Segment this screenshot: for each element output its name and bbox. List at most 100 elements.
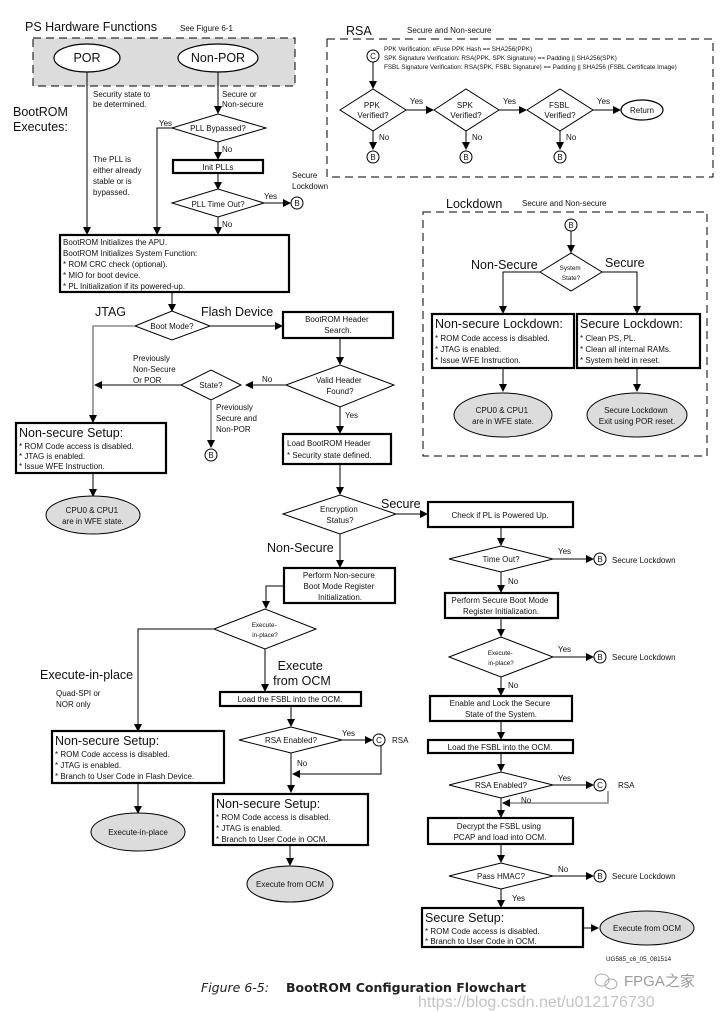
- spk-no: No: [472, 133, 483, 142]
- connector-b-icon: [593, 650, 607, 664]
- bootrom-executes-label: BootROM Executes:: [13, 105, 71, 134]
- decision-ppk-label: PPK Verified?: [357, 101, 389, 120]
- setup-ns-lockdown: [430, 312, 576, 370]
- setup-ns-xip-items: * ROM Code access is disabled. * JTAG is…: [55, 750, 194, 781]
- lockdown-region-subtitle: Secure and Non-secure: [522, 199, 607, 208]
- pll-note: The PLL is either already stable or is b…: [93, 155, 144, 197]
- decision-system-state: [539, 252, 603, 292]
- terminal-secure-lockdown-exit: [586, 392, 688, 438]
- rsa-region-subtitle: Secure and Non-secure: [407, 26, 492, 35]
- process-apu-init: [58, 233, 291, 294]
- xip-s-yes: Yes: [558, 645, 571, 654]
- setup-ns-jtag: [14, 421, 168, 475]
- figure-title: BootROM Configuration Flowchart: [286, 980, 526, 995]
- decision-pll-timeout-label: PLL Time Out?: [191, 200, 245, 209]
- por-label: POR: [73, 51, 100, 65]
- pll-timeout-yes: Yes: [264, 192, 277, 201]
- process-decrypt: [426, 816, 575, 846]
- setup-ns-xip: [50, 729, 226, 785]
- figure-id: UG585_c6_05_081514: [606, 956, 672, 963]
- setup-ns-lockdown-title: Non-secure Lockdown:: [435, 317, 563, 331]
- encryption-secure-label: Secure: [381, 497, 421, 511]
- connector-b-icon: [459, 150, 473, 164]
- connector-b-label: B: [597, 872, 602, 881]
- process-load-header-label: Load BootROM Header * Security state def…: [287, 439, 373, 460]
- process-load-fsbl-ns-label: Load the FSBL into the OCM.: [238, 695, 343, 704]
- connector-b-label: B: [294, 199, 299, 208]
- terminal-wfe-left-label: CPU0 & CPU1 are in WFE state.: [62, 506, 124, 526]
- connector-b-label: B: [208, 451, 213, 460]
- ps-hw-note: See Figure 6-1: [180, 24, 233, 33]
- secure-lockdown-ref: Secure Lockdown: [612, 556, 676, 565]
- setup-ns-ocm-title: Non-secure Setup:: [216, 797, 320, 811]
- setup-ns-ocm: [211, 792, 370, 847]
- process-load-fsbl-s-label: Load the FSBL into the OCM.: [448, 743, 553, 752]
- pll-bypassed-yes: Yes: [159, 119, 172, 128]
- fsbl-yes: Yes: [597, 97, 610, 106]
- setup-ns-lockdown-items: * ROM Code access is disabled. * JTAG is…: [435, 334, 552, 365]
- decision-valid-header: [284, 364, 396, 408]
- setup-s-ocm-title: Secure Setup:: [425, 911, 504, 925]
- decision-ppk: [339, 88, 407, 132]
- edge-systemstate-s: [602, 271, 641, 314]
- watermark-url: https://blog.csdn.net/u012176730: [418, 994, 655, 1011]
- flash-device-label: Flash Device: [201, 305, 273, 319]
- decision-fsbl-label: FSBL Verified?: [544, 101, 576, 120]
- edge-xip-ns-yes: [134, 628, 214, 732]
- decision-xip-ns: [212, 608, 318, 650]
- connector-c-label: C: [376, 736, 382, 745]
- decision-rsa-ns-label: RSA Enabled?: [265, 736, 318, 745]
- figure-number: Figure 6-5:: [201, 980, 269, 995]
- setup-ns-jtag-title: Non-secure Setup:: [19, 426, 123, 440]
- decision-xip-ns-label: Execute- in-place?: [252, 622, 279, 639]
- terminal-return-label: Return: [630, 106, 654, 115]
- pll-timeout-no: No: [222, 220, 233, 229]
- connector-b-icon: [593, 869, 607, 883]
- connector-b-label: B: [463, 153, 468, 162]
- edge-systemstate-ns: [499, 271, 540, 314]
- connector-b-label: B: [370, 153, 375, 162]
- setup-s-lockdown: [575, 312, 702, 370]
- connector-c-label: C: [370, 52, 376, 61]
- terminal-wfe-lockdown: [453, 392, 553, 438]
- encryption-nonsecure-label: Non-Secure: [267, 541, 334, 555]
- connector-b-icon: [366, 150, 380, 164]
- edge-pll-bypassed-yes: [153, 127, 172, 235]
- connector-c-label: C: [597, 781, 603, 790]
- secure-lockdown-ref: Secure Lockdown: [612, 872, 676, 881]
- jtag-label: JTAG: [95, 305, 126, 319]
- lockdown-region: [422, 211, 708, 457]
- decision-encryption: [281, 494, 398, 535]
- timeout-s-yes: Yes: [558, 547, 571, 556]
- edge-nsinit-xip: [262, 585, 284, 609]
- connector-b-icon: [553, 150, 567, 164]
- process-init-plls: [171, 158, 265, 175]
- terminal-wfe-left: [45, 495, 141, 535]
- setup-ns-ocm-items: * ROM Code access is disabled. * JTAG is…: [216, 813, 333, 844]
- setup-ns-xip-title: Non-secure Setup:: [55, 734, 159, 748]
- prev-secure-label: Previously Secure and Non-POR: [216, 403, 259, 434]
- decision-system-state-label: System State?: [560, 265, 583, 282]
- process-init-plls-label: Init PLLs: [202, 163, 233, 172]
- wechat-icon: [594, 973, 618, 990]
- connector-b-icon: [290, 196, 304, 210]
- connector-c-icon: [593, 778, 607, 792]
- decision-spk-label: SPK Verified?: [450, 101, 482, 120]
- process-apu-init-label: BootROM Initializes the APU. BootROM Ini…: [63, 238, 200, 291]
- process-ns-boot-init: [282, 566, 397, 605]
- hmac-no: No: [558, 865, 569, 874]
- prev-nonsecure-label: Previously Non-Secure Or POR: [133, 354, 178, 385]
- decision-xip-s-label: Execute- in-place?: [488, 650, 515, 667]
- process-load-header: [281, 432, 393, 466]
- rsa-s-connector-label: RSA: [618, 781, 635, 790]
- setup-ns-jtag-items: * ROM Code access is disabled. * JTAG is…: [19, 442, 136, 471]
- decision-state-label: State?: [199, 381, 223, 390]
- terminal-return: [620, 99, 664, 121]
- decision-encryption-label: Encryption Status?: [320, 505, 360, 525]
- connector-c-icon: [372, 733, 386, 747]
- process-enable-lock-label: Enable and Lock the Secure State of the …: [450, 699, 553, 719]
- connector-b-label: B: [568, 221, 573, 230]
- connector-b-label: B: [597, 653, 602, 662]
- setup-s-lockdown-items: * Clean PS, PL. * Clean all internal RAM…: [580, 334, 673, 365]
